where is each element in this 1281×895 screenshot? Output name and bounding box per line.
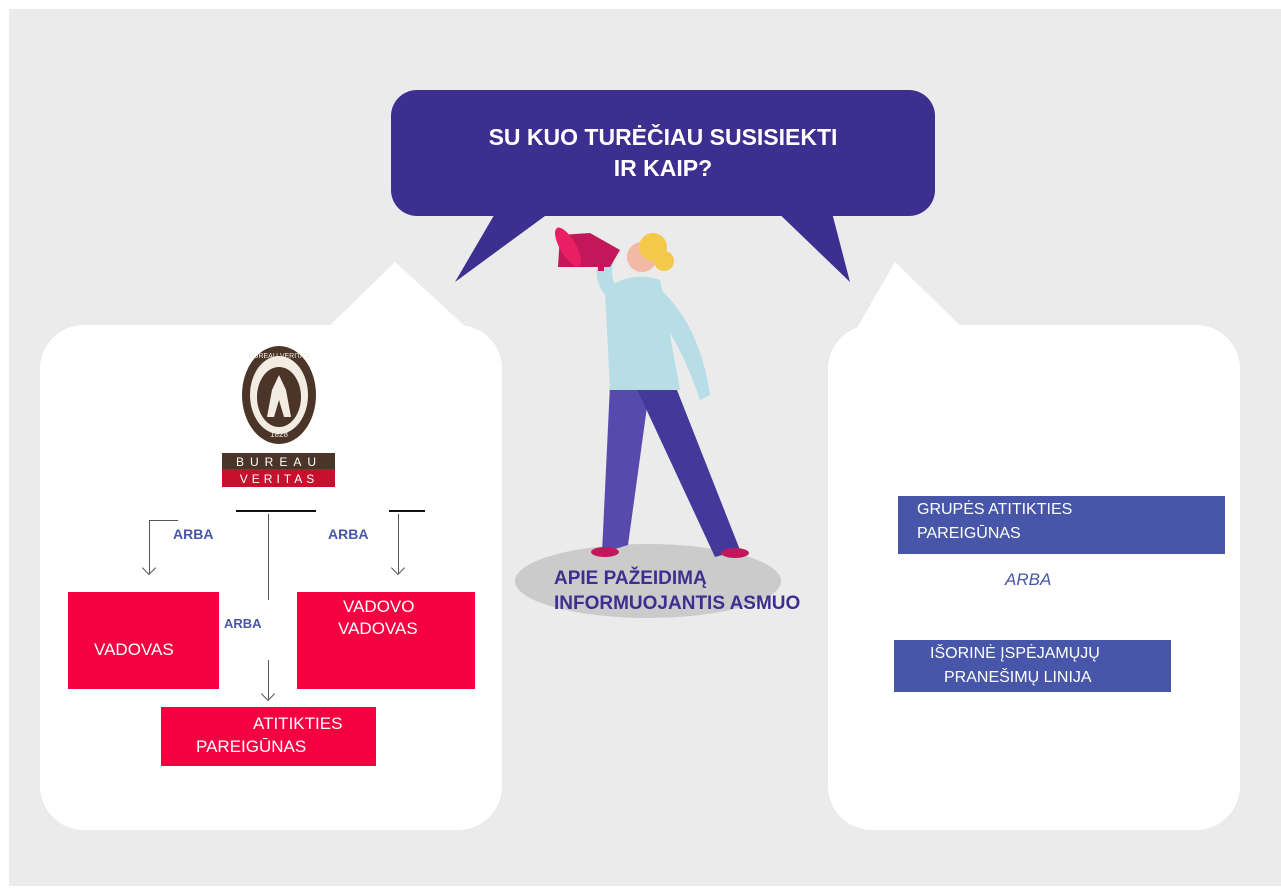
group-compliance-line1: GRUPĖS ATITIKTIES <box>917 501 1073 518</box>
megaphone-bell <box>555 227 581 267</box>
logo-band-top <box>222 453 335 469</box>
compliance-officer-label-line1: ATITIKTIES <box>253 714 343 733</box>
external-line-line1: IŠORINĖ ĮSPĖJAMŲJŲ <box>930 645 1100 662</box>
external-whistleblowing-line-box: IŠORINĖ ĮSPĖJAMŲJŲ PRANEŠIMŲ LINIJA <box>894 640 1171 692</box>
logo-word1: BUREAU <box>236 455 322 469</box>
managers-manager-label-line1: VADOVO <box>343 597 415 616</box>
arba-label-left: ARBA <box>173 526 214 542</box>
bureau-veritas-logo: BUREAU VERITAS 1828 BUREAU VERITAS <box>222 346 335 487</box>
shoe-right <box>721 548 749 558</box>
manager-box-label: VADOVAS <box>94 640 174 659</box>
flow-line-left-v <box>149 520 150 573</box>
left-panel-tail <box>315 262 480 340</box>
speech-bubble-line1: SU KUO TURĖČIAU SUSISIEKTI <box>488 124 838 150</box>
person-leg-left <box>602 385 650 553</box>
compliance-officer-label-line2: PAREIGŪNAS <box>196 737 307 756</box>
right-panel <box>828 325 1240 830</box>
managers-manager-box: VADOVO VADOVAS <box>297 592 475 689</box>
arba-label-middle: ARBA <box>224 616 262 631</box>
megaphone-handle <box>598 257 604 271</box>
arba-label-right: ARBA <box>328 526 369 542</box>
whistleblower-label-line2: INFORMUOJANTIS ASMUO <box>554 593 801 614</box>
person-shadow <box>515 544 781 618</box>
bubble-tail-left <box>455 205 560 282</box>
logo-word2: VERITAS <box>240 472 318 486</box>
whistleblower-label-line1: APIE PAŽEIDIMĄ <box>554 568 707 589</box>
compliance-officer-box: ATITIKTIES PAREIGŪNAS <box>161 707 376 766</box>
manager-box: VADOVAS <box>68 592 219 689</box>
flow-line-left-h <box>149 520 178 521</box>
flow-bar-center <box>236 510 316 512</box>
right-panel-tail <box>850 262 975 340</box>
group-compliance-line2: PAREIGŪNAS <box>917 525 1021 542</box>
flow-line-right-v <box>398 514 399 573</box>
external-line-line2: PRANEŠIMŲ LINIJA <box>944 669 1092 686</box>
logo-figure <box>267 375 291 417</box>
flow-bar-right <box>389 510 425 512</box>
person-with-megaphone-illustration <box>515 227 781 618</box>
person-torso <box>605 276 680 390</box>
whistleblower-label: APIE PAŽEIDIMĄ INFORMUOJANTIS ASMUO <box>554 566 800 616</box>
logo-year: 1828 <box>270 430 288 439</box>
person-hair-bun <box>654 251 674 271</box>
shoe-left <box>591 547 619 557</box>
bubble-tail-right <box>770 205 850 282</box>
logo-seal-text: BUREAU VERITAS <box>249 353 310 360</box>
group-compliance-officer-box: GRUPĖS ATITIKTIES PAREIGŪNAS <box>898 496 1225 554</box>
speech-bubble-line2: IR KAIP? <box>613 155 713 181</box>
logo-band-bottom <box>222 469 335 487</box>
arba-label-right-panel: ARBA <box>1005 570 1052 589</box>
person-arm-right <box>650 287 710 400</box>
speech-bubble: SU KUO TURĖČIAU SUSISIEKTI IR KAIP? <box>391 90 935 216</box>
managers-manager-label-line2: VADOVAS <box>338 619 418 638</box>
person-leg-right <box>635 385 740 557</box>
arba-middle-bg <box>219 600 295 660</box>
